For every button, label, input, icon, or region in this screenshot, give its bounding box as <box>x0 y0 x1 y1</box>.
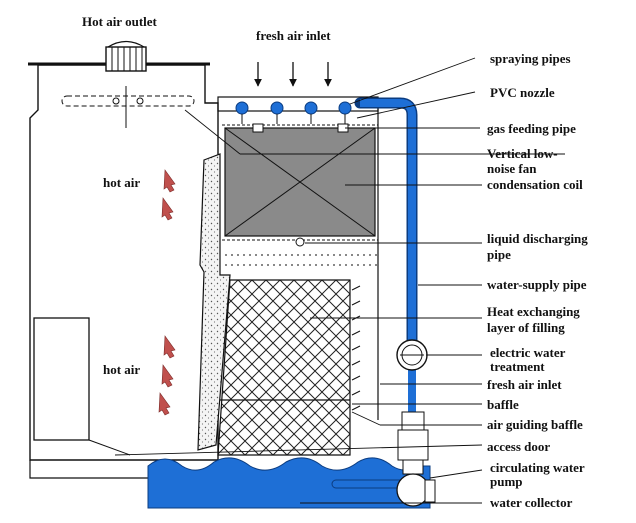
label-coil-line3: condensation coil <box>487 177 583 192</box>
labels: Hot air outlet fresh air inlet hot air h… <box>82 14 588 510</box>
label-water-supply-pipe: water-supply pipe <box>487 277 587 292</box>
label-pump-line2: pump <box>490 474 523 489</box>
heat-exchanging-filling <box>217 279 351 456</box>
louvers <box>351 285 361 411</box>
spraying-pipes <box>235 101 352 124</box>
tower-housing <box>28 62 379 461</box>
label-treat-line2: treatment <box>490 359 545 374</box>
label-water-collector: water collector <box>490 495 573 510</box>
leader-lines <box>114 57 565 504</box>
liquid-discharge-outlet <box>295 237 305 247</box>
condensation-coil <box>222 123 378 266</box>
label-pvc-nozzle: PVC nozzle <box>490 85 555 100</box>
circulating-water-pump <box>396 411 436 507</box>
spray-nozzle-3 <box>304 101 318 115</box>
label-heat-line2: layer of filling <box>487 320 565 335</box>
spray-nozzle-4 <box>338 101 352 115</box>
label-air-guiding-baffle: air guiding baffle <box>487 417 583 432</box>
housing-outline <box>29 64 219 461</box>
label-coil-line1: Vertical low- <box>487 146 558 161</box>
label-hot-air-outlet: Hot air outlet <box>82 14 158 29</box>
label-heat-line1: Heat exchanging <box>487 304 580 319</box>
fan-housing <box>105 46 147 72</box>
spray-nozzle-2 <box>270 101 284 115</box>
label-baffle: baffle <box>487 397 519 412</box>
fan-unit <box>105 40 147 72</box>
label-fresh-air-inlet-side: fresh air inlet <box>487 377 562 392</box>
label-spraying-pipes: spraying pipes <box>490 51 571 66</box>
label-liquid-line2: pipe <box>487 247 511 262</box>
label-pump-line1: circulating water <box>490 460 585 475</box>
spray-nozzle-1 <box>235 101 249 115</box>
water-collector-basin <box>147 457 431 509</box>
hot-air-arrows <box>158 169 176 416</box>
label-coil-line2: noise fan <box>487 161 537 176</box>
water-supply-pipe <box>354 97 418 412</box>
label-gas-feeding-pipe: gas feeding pipe <box>487 121 576 136</box>
label-access-door: access door <box>487 439 550 454</box>
air-guiding-wall <box>197 153 231 451</box>
label-treat-line1: electric water <box>490 345 566 360</box>
label-hot-air-lower: hot air <box>103 362 140 377</box>
access-door <box>33 317 90 441</box>
tower-base <box>29 439 148 479</box>
fan-blade <box>61 86 195 128</box>
electric-water-treatment <box>396 339 428 371</box>
label-liquid-line1: liquid discharging <box>487 231 588 246</box>
label-hot-air-upper: hot air <box>103 175 140 190</box>
label-fresh-air-inlet-top: fresh air inlet <box>256 28 331 43</box>
fresh-air-arrows-top <box>254 62 332 87</box>
